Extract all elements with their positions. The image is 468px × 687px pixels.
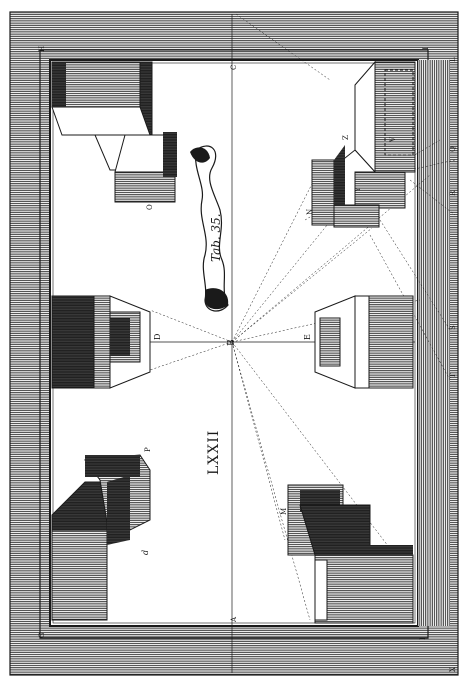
title-scroll: Tab. 35. xyxy=(190,145,229,312)
letter-L: L xyxy=(449,57,457,62)
label-Y: Y xyxy=(354,187,362,193)
scroll-label: Tab. 35. xyxy=(209,213,223,262)
block-bottom-right xyxy=(287,484,414,624)
letter-G: G xyxy=(38,632,46,638)
letter-I-top: I xyxy=(422,47,430,50)
label-M: M xyxy=(280,508,288,515)
block-upper-small xyxy=(114,132,177,203)
letter-Q: Q xyxy=(449,146,457,152)
label-N: N xyxy=(306,209,314,215)
letter-T: T xyxy=(449,373,457,378)
label-O: O xyxy=(146,204,154,210)
label-V: V xyxy=(389,136,397,143)
ground-plan-strip xyxy=(418,60,450,626)
letter-X: X xyxy=(449,667,457,672)
letter-I-bottom: I xyxy=(419,637,427,640)
label-Z: Z xyxy=(342,135,350,140)
block-bottom-left xyxy=(51,454,151,621)
block-left-middle xyxy=(51,295,151,389)
letter-A: A xyxy=(230,616,238,623)
letter-C: C xyxy=(230,65,238,70)
construction-lines xyxy=(235,13,456,381)
label-P: P xyxy=(144,447,152,452)
label-B: B xyxy=(227,339,237,346)
label-E: E xyxy=(303,334,312,340)
plate-title: LXXII xyxy=(206,430,222,475)
label-D: D xyxy=(153,334,162,340)
label-d: d xyxy=(141,550,150,555)
block-top-right xyxy=(311,60,416,228)
block-right-middle xyxy=(314,295,414,389)
letter-H: H xyxy=(38,46,46,52)
letter-S: S xyxy=(449,325,457,330)
letter-R: R xyxy=(449,190,457,196)
